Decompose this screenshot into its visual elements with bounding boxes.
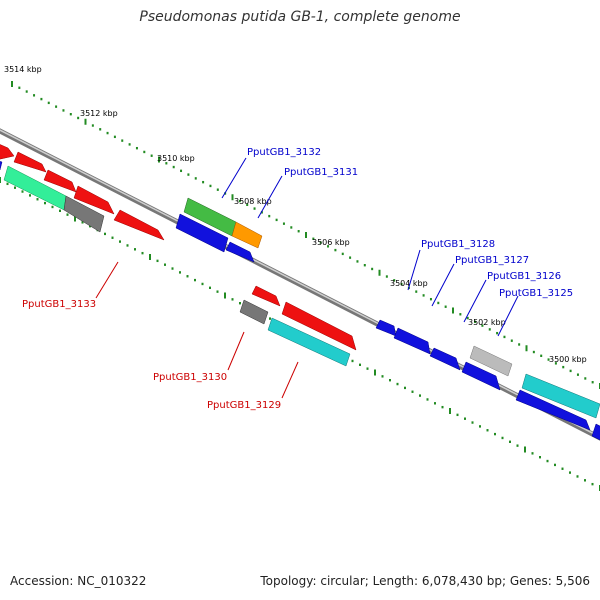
gene-arrow-blue[interactable]	[429, 347, 461, 371]
gene-arrow-red[interactable]	[251, 285, 281, 307]
gene-label-plus[interactable]: PputGB1_3127	[455, 255, 529, 266]
gene-label-plus[interactable]: PputGB1_3126	[487, 271, 561, 282]
gene-arrow-blue[interactable]	[375, 319, 397, 337]
gene-features	[0, 140, 600, 442]
gene-arrow-blue[interactable]	[515, 389, 591, 431]
gene-label-plus[interactable]: PputGB1_3128	[421, 239, 495, 250]
ruler-label: 3512 kbp	[80, 109, 118, 118]
gene-arrow-blue[interactable]	[0, 158, 3, 171]
gene-arrow-red[interactable]	[73, 185, 115, 215]
gene-arrow-gray[interactable]	[239, 299, 269, 325]
ruler-label: 3508 kbp	[234, 197, 272, 206]
genome-backbone	[0, 128, 600, 441]
gene-label-plus[interactable]: PputGB1_3132	[247, 147, 321, 158]
gene-label-minus[interactable]: PputGB1_3133	[22, 299, 96, 310]
gene-arrow-blue[interactable]	[591, 423, 600, 442]
gene-label-plus[interactable]: PputGB1_3131	[284, 167, 358, 178]
gene-arrow-red[interactable]	[281, 301, 357, 351]
topology-summary: Topology: circular; Length: 6,078,430 bp…	[260, 574, 590, 588]
gene-arrow-blue[interactable]	[461, 361, 501, 391]
gene-arrow-orange[interactable]	[231, 221, 263, 249]
ruler-label: 3502 kbp	[468, 318, 506, 327]
gene-label-minus[interactable]: PputGB1_3129	[207, 400, 281, 411]
ruler-label: 3506 kbp	[312, 238, 350, 247]
gene-arrow-red[interactable]	[113, 209, 165, 241]
gene-arrow-lightgray[interactable]	[469, 345, 513, 377]
gene-arrow-red[interactable]	[0, 140, 15, 160]
genome-backbone-highlight	[0, 129, 600, 438]
ruler-label: 3510 kbp	[157, 154, 195, 163]
accession-text: Accession: NC_010322	[10, 574, 147, 588]
gene-arrow-teal[interactable]	[3, 165, 67, 211]
ruler-label: 3504 kbp	[390, 279, 428, 288]
gene-label-minus[interactable]: PputGB1_3130	[153, 372, 227, 383]
ruler-label: 3500 kbp	[549, 355, 587, 364]
gene-arrow-blue[interactable]	[225, 241, 255, 263]
gene-arrow-blue[interactable]	[175, 213, 229, 253]
gene-arrow-blue[interactable]	[393, 327, 431, 355]
gene-arrow-gray[interactable]	[63, 195, 105, 233]
ruler-label: 3514 kbp	[4, 65, 42, 74]
gene-arrow-cyan[interactable]	[521, 373, 600, 419]
gene-arrow-cyan[interactable]	[267, 317, 351, 367]
gene-label-plus[interactable]: PputGB1_3125	[499, 288, 573, 299]
label-leaders	[95, 157, 519, 399]
map-title: Pseudomonas putida GB-1, complete genome	[139, 9, 461, 25]
gene-arrow-red[interactable]	[13, 151, 47, 173]
